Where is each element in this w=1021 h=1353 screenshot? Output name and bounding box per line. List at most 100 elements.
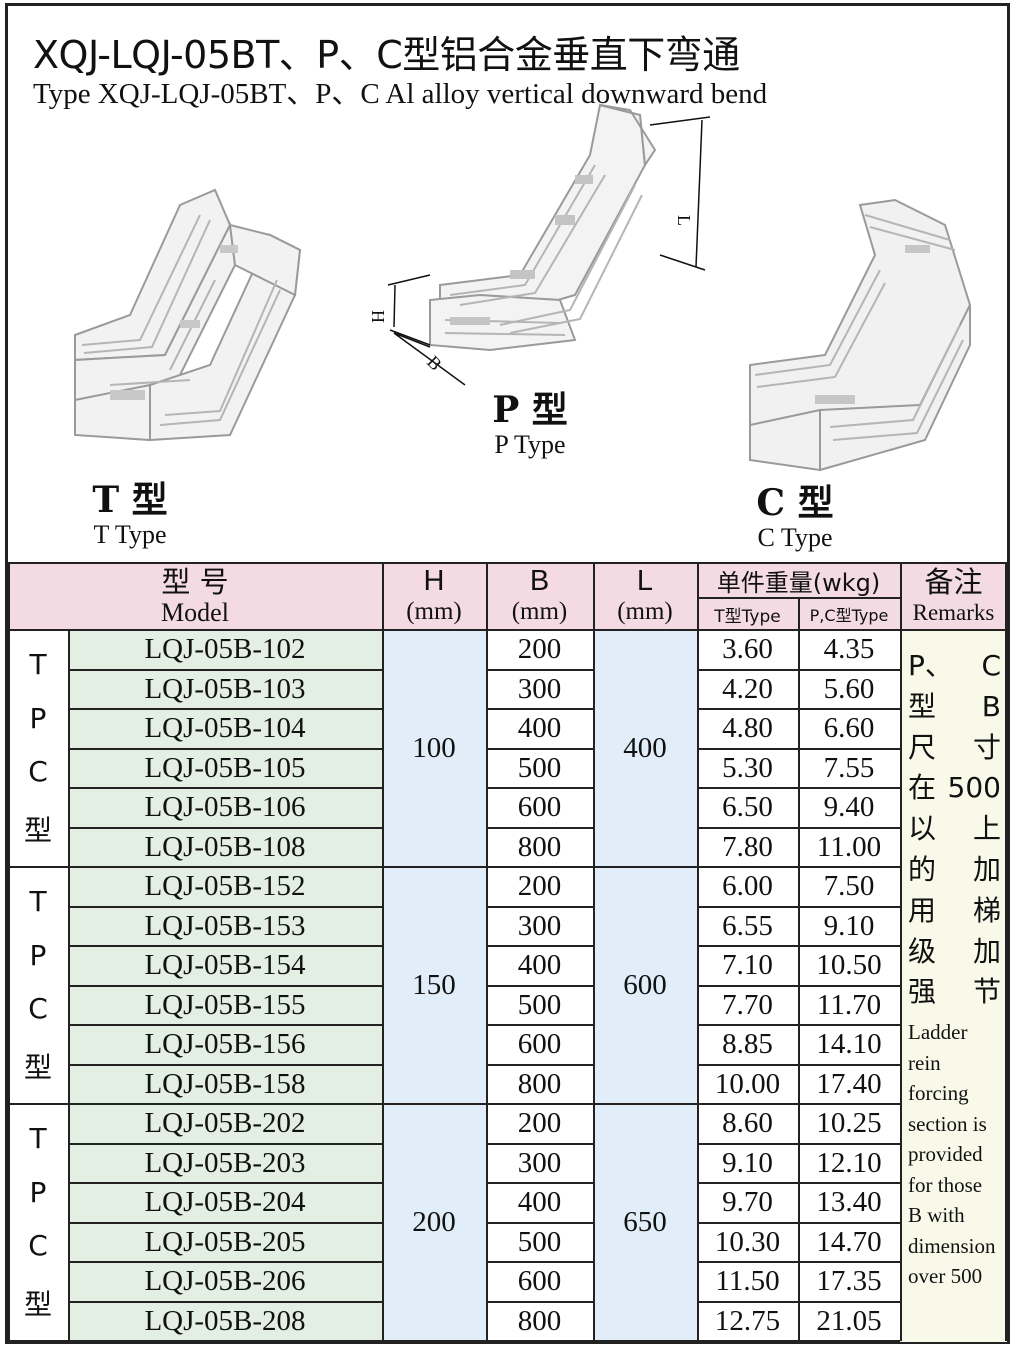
table-row-b: 600: [486, 1025, 593, 1065]
table-row-b: 500: [486, 985, 593, 1025]
grid-line: [697, 562, 699, 1341]
group-label-char: P: [29, 938, 47, 972]
remarks-en-line: B with: [908, 1203, 965, 1228]
grid-line: [68, 1221, 382, 1224]
remarks-cn-line: 的加: [908, 850, 1001, 891]
grid-line: [68, 1182, 382, 1184]
table-row-b: 600: [486, 788, 593, 828]
table-row-weight-pc: 10.50: [798, 946, 900, 986]
grid-line: [486, 1142, 593, 1145]
table-row-weight-pc: 9.10: [798, 906, 900, 946]
remarks-cn-left: 的: [908, 852, 937, 886]
dim-label-l: L: [674, 215, 694, 226]
table-row-b: 300: [486, 669, 593, 709]
header-l: L (mm): [593, 562, 697, 630]
grid-line: [68, 708, 382, 710]
grid-line: [486, 1063, 593, 1066]
remarks-en-line: section is: [908, 1111, 987, 1136]
remarks-cn-right: B: [981, 689, 1001, 723]
table-row-weight-t: 3.60: [697, 630, 798, 670]
remarks-en-line: for those: [908, 1172, 983, 1197]
table-row-weight-t: 4.80: [697, 709, 798, 749]
table-row-weight-pc: 11.00: [798, 827, 900, 867]
table-row-model: LQJ-05B-204: [68, 1183, 382, 1223]
grid-line: [486, 708, 593, 710]
remarks-cn-line: 级加: [908, 932, 1001, 973]
table-row-model: LQJ-05B-202: [68, 1104, 382, 1144]
group-label-char: P: [29, 701, 47, 735]
table-row-weight-t: 9.10: [697, 1143, 798, 1183]
t-type-cn: T 型: [92, 479, 168, 521]
group-label-char: C: [28, 755, 48, 789]
grid-line: [8, 1103, 900, 1105]
remarks-cn-line: 以上: [908, 809, 1001, 850]
table-row-weight-pc: 6.60: [798, 709, 900, 749]
grid-line: [68, 905, 382, 908]
table-row-weight-t: 7.10: [697, 946, 798, 986]
grid-line: [68, 984, 382, 987]
grid-line: [8, 1340, 900, 1342]
dim-label-h: H: [368, 310, 388, 323]
remarks-cn-right: 梯: [972, 893, 1001, 927]
table-row-model: LQJ-05B-152: [68, 867, 382, 907]
grid-line: [798, 597, 800, 1341]
dim-label-b: B: [423, 352, 446, 375]
table-row-weight-pc: 17.35: [798, 1262, 900, 1302]
grid-line: [68, 1063, 382, 1066]
group-l-value: 650: [593, 1104, 697, 1341]
table-row-model: LQJ-05B-155: [68, 985, 382, 1025]
grid-line: [68, 1024, 382, 1026]
group-label-char: P: [29, 1175, 47, 1209]
table-row-b: 500: [486, 748, 593, 788]
grid-line: [8, 562, 10, 1341]
header-l-unit: (mm): [617, 598, 673, 625]
header-weight: 单件重量(wkg): [697, 562, 900, 598]
grid-line: [68, 1300, 382, 1303]
t-type-label: T 型 T Type: [80, 480, 180, 550]
header-h-label: H: [423, 565, 445, 597]
table-row-weight-t: 4.20: [697, 669, 798, 709]
remarks-en-line: forcing: [908, 1081, 969, 1106]
table-row-weight-pc: 10.25: [798, 1104, 900, 1144]
remarks-en-line: over 500: [908, 1264, 983, 1289]
remarks-cn-line: 强节: [908, 972, 1001, 1013]
table-row-weight-t: 8.85: [697, 1025, 798, 1065]
remarks-cn-right: 上: [972, 812, 1001, 846]
grid-line: [486, 826, 593, 829]
table-row-b: 500: [486, 1222, 593, 1262]
grid-line: [382, 562, 384, 1341]
p-type-bend-illustration: L H B: [368, 103, 711, 386]
table-row-weight-pc: 4.35: [798, 630, 900, 670]
p-type-label: P 型 P Type: [480, 390, 580, 460]
remarks-cn-right: 500: [947, 771, 1001, 805]
table-row-weight-pc: 14.10: [798, 1025, 900, 1065]
t-type-en: T Type: [93, 520, 167, 549]
table-row-weight-pc: 21.05: [798, 1301, 900, 1341]
header-l-label: L: [636, 565, 654, 597]
remarks-cn-line: 用梯: [908, 891, 1001, 932]
c-type-en: C Type: [757, 523, 833, 552]
table-row-model: LQJ-05B-156: [68, 1025, 382, 1065]
table-row-model: LQJ-05B-158: [68, 1064, 382, 1104]
c-type-label: C 型 C Type: [745, 483, 845, 553]
p-type-en: P Type: [494, 430, 566, 459]
c-type-cn: C 型: [756, 482, 834, 524]
table-row-weight-t: 11.50: [697, 1262, 798, 1302]
grid-line: [486, 562, 488, 1341]
header-weight-pc-label: P,C型Type: [809, 606, 889, 625]
remarks-cn-left: 级: [908, 934, 937, 968]
table-row-weight-pc: 12.10: [798, 1143, 900, 1183]
table-row-weight-pc: 7.50: [798, 867, 900, 907]
remarks-cn-line: P、C: [908, 646, 1001, 687]
group-label-char: T: [29, 1122, 47, 1156]
table-row-b: 800: [486, 827, 593, 867]
group-label-char: 型: [23, 813, 52, 847]
group-label-char: T: [29, 885, 47, 919]
remarks-cn-right: C: [981, 649, 1001, 682]
grid-line: [68, 630, 70, 1341]
group-h-value: 100: [382, 630, 486, 867]
header-weight-t-label: T型Type: [714, 606, 781, 627]
